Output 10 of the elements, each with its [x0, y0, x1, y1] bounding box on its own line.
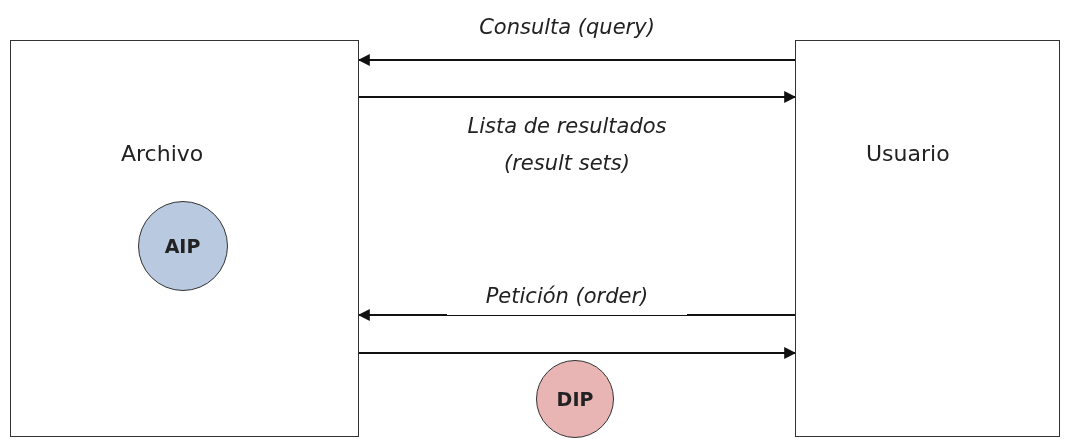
node-label: Usuario	[866, 141, 950, 166]
arrow	[358, 347, 797, 359]
node-label: Archivo	[121, 141, 204, 166]
node-label: AIP	[164, 234, 201, 257]
arrow	[357, 309, 796, 321]
arrow	[358, 91, 797, 103]
node-label: DIP	[556, 388, 594, 410]
archive-box	[10, 40, 359, 437]
user-box	[795, 40, 1060, 437]
arrow	[357, 54, 796, 66]
